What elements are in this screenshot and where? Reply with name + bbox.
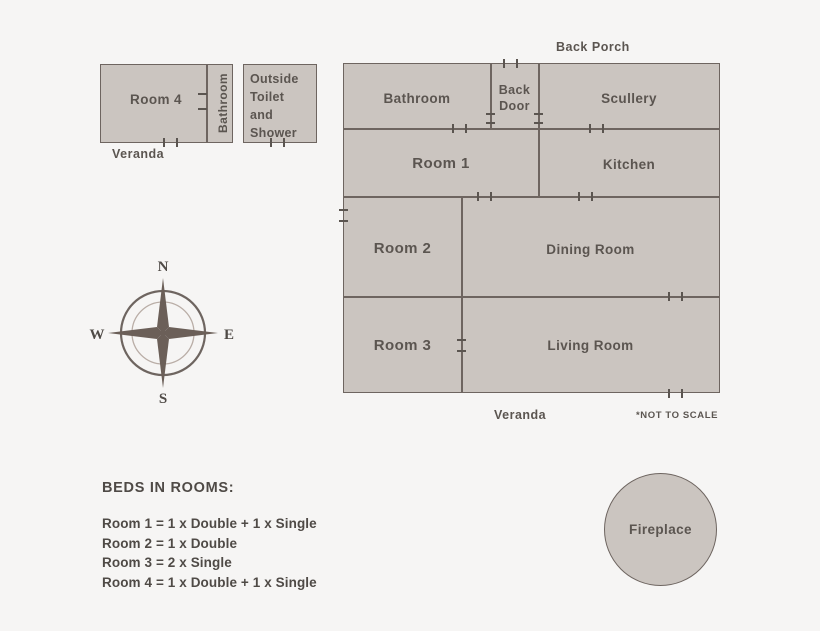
door-tick <box>457 339 466 341</box>
room-2-label: Room 2 <box>373 240 432 257</box>
compass-center <box>160 330 166 336</box>
door-tick <box>591 192 593 201</box>
legend-title: BEDS IN ROOMS: <box>102 480 235 496</box>
door-tick <box>534 122 543 124</box>
legend-line: Room 4 = 1 x Double + 1 x Single <box>102 575 317 591</box>
compass-south-label: S <box>159 391 167 407</box>
room-4-label: Room 4 <box>130 92 182 107</box>
door-tick <box>681 292 683 301</box>
door-tick <box>578 192 580 201</box>
door-tick <box>668 389 670 398</box>
door-tick <box>668 292 670 301</box>
not-to-scale-note: *NOT TO SCALE <box>636 410 719 421</box>
legend-line: Room 3 = 2 x Single <box>102 555 232 571</box>
door-tick <box>503 59 505 68</box>
bathroom-left-label: Bathroom <box>216 73 230 133</box>
fireplace-label: Fireplace <box>629 522 692 537</box>
door-tick <box>477 192 479 201</box>
back-porch-label: Back Porch <box>556 40 630 54</box>
wall-room2-dining <box>461 196 463 393</box>
door-tick <box>534 113 543 115</box>
fireplace-shape: Fireplace <box>604 473 717 586</box>
kitchen-label: Kitchen <box>602 157 656 172</box>
outside-toilet-shower-block <box>243 64 317 143</box>
room-1-label: Room 1 <box>412 155 470 172</box>
door-tick <box>602 124 604 133</box>
wall-bathroom-room1 <box>343 128 720 130</box>
door-tick <box>516 59 518 68</box>
door-tick <box>198 108 207 110</box>
legend-line: Room 1 = 1 x Double + 1 x Single <box>102 516 317 531</box>
door-tick <box>163 138 165 147</box>
outside-toilet-shower-label: Outside Toilet and Shower <box>250 72 299 141</box>
room-4-block <box>100 64 233 143</box>
compass-north-label: N <box>158 259 169 275</box>
door-tick <box>270 138 272 147</box>
door-tick <box>176 138 178 147</box>
door-tick <box>681 389 683 398</box>
dining-room-label: Dining Room <box>546 242 635 257</box>
compass-west-label: W <box>90 327 105 343</box>
door-tick <box>490 192 492 201</box>
compass-rose: N S E W <box>90 259 235 407</box>
wall-bathroom-backdoor <box>490 63 492 128</box>
back-door-label: Back Door <box>498 83 531 113</box>
door-tick <box>283 138 285 147</box>
door-tick <box>198 93 207 95</box>
door-tick <box>589 124 591 133</box>
veranda-left-label: Veranda <box>112 147 165 161</box>
beds-legend: BEDS IN ROOMS: Room 1 = 1 x Double + 1 x… <box>102 480 317 593</box>
room-3-label: Room 3 <box>373 337 432 354</box>
door-tick <box>452 124 454 133</box>
compass-east-label: E <box>224 327 234 343</box>
door-tick <box>339 220 348 222</box>
scullery-label: Scullery <box>601 91 657 106</box>
main-house-outline <box>343 63 720 393</box>
living-room-label: Living Room <box>547 338 634 353</box>
compass-main-star <box>108 278 218 388</box>
door-tick <box>486 113 495 115</box>
wall-backdoor-scullery <box>538 63 540 196</box>
door-tick <box>465 124 467 133</box>
wall-room2-room3 <box>343 296 720 298</box>
veranda-main-label: Veranda <box>494 408 547 422</box>
wall-room1-room2 <box>343 196 720 198</box>
bathroom-label: Bathroom <box>383 91 451 106</box>
room4-bathroom-divider <box>206 64 208 143</box>
door-tick <box>457 350 466 352</box>
legend-line: Room 2 = 1 x Double <box>102 535 238 551</box>
door-tick <box>339 209 348 211</box>
compass-secondary-points <box>141 311 185 355</box>
door-tick <box>486 122 495 124</box>
